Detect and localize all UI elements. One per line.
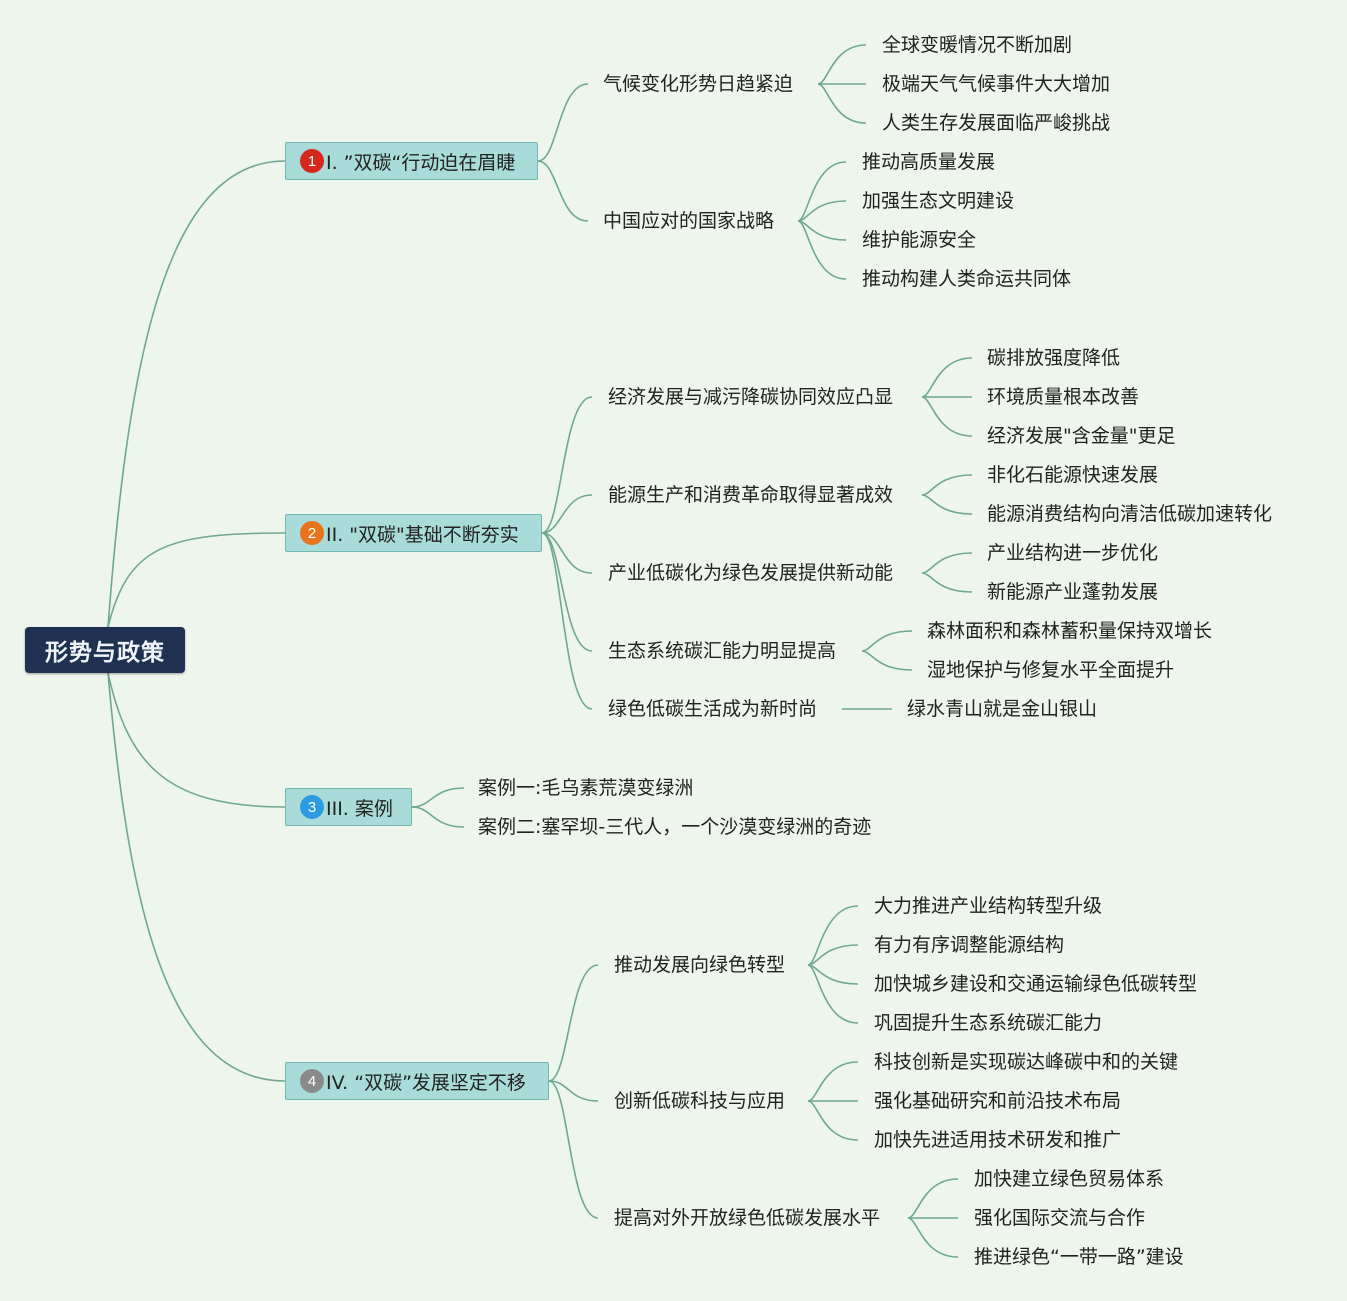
leaf-topic[interactable]: 推进绿色“一带一路”建设 — [974, 1246, 1184, 1268]
subtopic[interactable]: 气候变化形势日趋紧迫 — [603, 73, 794, 95]
leaf-topic[interactable]: 推动构建人类命运共同体 — [862, 268, 1072, 290]
leaf-topic[interactable]: 加快先进适用技术研发和推广 — [874, 1129, 1122, 1151]
connector-line — [921, 572, 973, 593]
branch-topic-4[interactable]: 4 IV. “双碳”发展坚定不移 — [285, 1062, 549, 1100]
leaf-topic[interactable]: 全球变暖情况不断加剧 — [882, 34, 1073, 56]
subtopic[interactable]: 生态系统碳汇能力明显提高 — [608, 640, 837, 662]
priority-3-icon: 3 — [300, 795, 324, 819]
connector-line — [537, 160, 589, 222]
leaf-topic[interactable]: 人类生存发展面临严峻挑战 — [882, 112, 1111, 134]
connector-line — [797, 200, 847, 222]
leaf-topic[interactable]: 推动高质量发展 — [862, 151, 996, 173]
subtopic[interactable]: 创新低碳科技与应用 — [614, 1090, 786, 1112]
leaf-topic[interactable]: 森林面积和森林蓄积量保持双增长 — [927, 620, 1213, 642]
leaf-topic[interactable]: 绿水青山就是金山银山 — [907, 698, 1098, 720]
connector-line — [807, 944, 859, 966]
connector-line — [107, 672, 286, 1082]
leaf-topic[interactable]: 非化石能源快速发展 — [987, 464, 1159, 486]
leaf-topic[interactable]: 强化国际交流与合作 — [974, 1207, 1146, 1229]
connector-line — [921, 396, 973, 437]
branch-label: III. 案例 — [326, 797, 393, 820]
branch-topic-1[interactable]: 1 I. ”双碳“行动迫在眉睫 — [285, 142, 538, 180]
connector-line — [797, 161, 847, 222]
connector-line — [411, 787, 465, 808]
connector-line — [907, 1217, 959, 1258]
leaf-topic[interactable]: 有力有序调整能源结构 — [874, 934, 1065, 956]
connector-line — [807, 1061, 859, 1102]
branch-label: IV. “双碳”发展坚定不移 — [326, 1071, 526, 1094]
priority-1-icon: 1 — [300, 149, 324, 173]
connector-line — [861, 630, 913, 652]
connector-line — [107, 672, 286, 808]
connector-line — [921, 494, 973, 515]
connector-line — [907, 1178, 959, 1219]
connector-line — [541, 396, 593, 534]
connector-line — [541, 532, 593, 652]
leaf-topic[interactable]: 产业结构进一步优化 — [987, 542, 1159, 564]
subtopic[interactable]: 中国应对的国家战略 — [603, 210, 775, 232]
branch-label: I. ”双碳“行动迫在眉睫 — [326, 151, 516, 174]
leaf-topic[interactable]: 极端天气气候事件大大增加 — [882, 73, 1111, 95]
connector-line — [817, 44, 867, 85]
connector-line — [541, 532, 593, 710]
subtopic[interactable]: 案例二:塞罕坝-三代人，一个沙漠变绿洲的奇迹 — [478, 816, 872, 838]
leaf-topic[interactable]: 科技创新是实现碳达峰碳中和的关键 — [874, 1051, 1179, 1073]
subtopic[interactable]: 产业低碳化为绿色发展提供新动能 — [608, 562, 894, 584]
priority-2-icon: 2 — [300, 521, 324, 545]
leaf-topic[interactable]: 经济发展"含金量"更足 — [987, 425, 1176, 447]
branch-topic-2[interactable]: 2 II. "双碳"基础不断夯实 — [285, 514, 542, 552]
leaf-topic[interactable]: 大力推进产业结构转型升级 — [874, 895, 1103, 917]
leaf-topic[interactable]: 能源消费结构向清洁低碳加速转化 — [987, 503, 1273, 525]
connector-line — [797, 220, 847, 280]
leaf-topic[interactable]: 巩固提升生态系统碳汇能力 — [874, 1012, 1103, 1034]
subtopic[interactable]: 提高对外开放绿色低碳发展水平 — [614, 1207, 881, 1229]
branch-topic-3[interactable]: 3 III. 案例 — [285, 788, 412, 826]
connector-line — [107, 532, 286, 628]
leaf-topic[interactable]: 加快城乡建设和交通运输绿色低碳转型 — [874, 973, 1198, 995]
connector-line — [107, 160, 286, 628]
connector-line — [537, 83, 589, 162]
connector-line — [807, 905, 859, 966]
connector-line — [817, 83, 867, 124]
leaf-topic[interactable]: 湿地保护与修复水平全面提升 — [927, 659, 1175, 681]
root-topic[interactable]: 形势与政策 — [25, 627, 185, 673]
connector-line — [921, 552, 973, 574]
subtopic[interactable]: 推动发展向绿色转型 — [614, 954, 786, 976]
connector-line — [411, 806, 465, 828]
connector-line — [548, 1080, 599, 1219]
branch-label: II. "双碳"基础不断夯实 — [326, 523, 519, 546]
leaf-topic[interactable]: 维护能源安全 — [862, 229, 977, 251]
connector-line — [541, 494, 593, 534]
subtopic[interactable]: 案例一:毛乌素荒漠变绿洲 — [478, 777, 694, 799]
subtopic[interactable]: 能源生产和消费革命取得显著成效 — [608, 484, 894, 506]
connector-line — [861, 650, 913, 671]
leaf-topic[interactable]: 强化基础研究和前沿技术布局 — [874, 1090, 1122, 1112]
connector-line — [541, 532, 593, 574]
leaf-topic[interactable]: 环境质量根本改善 — [987, 386, 1140, 408]
connector-line — [548, 964, 599, 1082]
leaf-topic[interactable]: 加快建立绿色贸易体系 — [974, 1168, 1165, 1190]
connector-line — [921, 357, 973, 398]
priority-4-icon: 4 — [300, 1069, 324, 1093]
subtopic[interactable]: 经济发展与减污降碳协同效应凸显 — [608, 386, 894, 408]
subtopic[interactable]: 绿色低碳生活成为新时尚 — [608, 698, 818, 720]
leaf-topic[interactable]: 新能源产业蓬勃发展 — [987, 581, 1159, 603]
leaf-topic[interactable]: 加强生态文明建设 — [862, 190, 1015, 212]
leaf-topic[interactable]: 碳排放强度降低 — [987, 347, 1121, 369]
connector-line — [807, 1100, 859, 1141]
connector-line — [807, 964, 859, 1024]
connector-line — [548, 1080, 599, 1102]
connector-line — [921, 474, 973, 496]
